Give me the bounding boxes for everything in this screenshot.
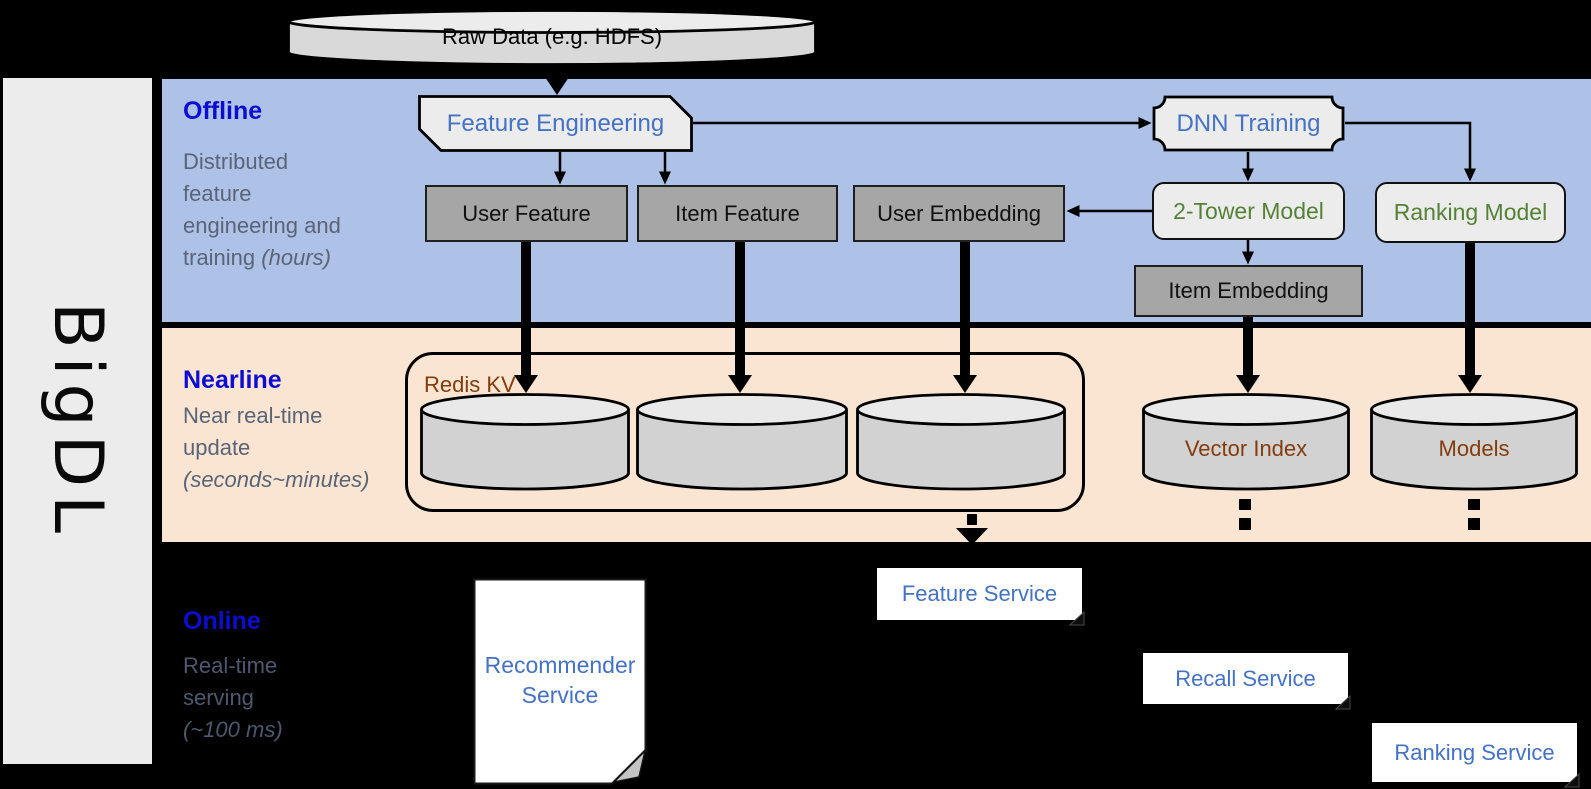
online-band-title: Online <box>183 607 261 635</box>
feature-engineering-node: Feature Engineering <box>418 95 693 152</box>
two-tower-model-label: 2-Tower Model <box>1173 197 1324 224</box>
nearline-desc-line2: update <box>183 435 251 460</box>
vector-index-shape <box>1142 393 1350 491</box>
redis-cylinder-1-shape <box>420 393 630 491</box>
models-cylinder: Models <box>1370 392 1578 497</box>
dnn-training-node: DNN Training <box>1152 95 1345 152</box>
offline-desc-line4: training (hours) <box>183 242 341 274</box>
redis-cylinder-1 <box>420 392 630 497</box>
raw-data-label: Raw Data (e.g. HDFS) <box>441 24 663 49</box>
user-feature-label: User Feature <box>462 200 591 226</box>
online-desc-line3-italic: (~100 ms) <box>183 717 283 742</box>
nearline-desc-line3-italic: (seconds~minutes) <box>183 467 370 492</box>
offline-desc-line1: Distributed <box>183 149 289 174</box>
feature-service-fold-corner <box>1068 610 1085 626</box>
offline-desc-line3: engineering and <box>183 213 341 238</box>
offline-band-description: Distributed feature engineering and trai… <box>183 146 341 274</box>
nearline-band-description: Near real-time update (seconds~minutes) <box>183 400 369 496</box>
nearline-desc-line1: Near real-time <box>183 403 323 428</box>
ranking-model-label: Ranking Model <box>1393 199 1548 225</box>
redis-cylinder-3-shape <box>856 393 1066 491</box>
online-band-description: Real-time serving (~100 ms) <box>183 650 283 746</box>
dnn-training-label: DNN Training <box>1176 110 1321 137</box>
item-embedding-node: Item Embedding <box>1134 265 1363 317</box>
recommender-service-shape <box>473 578 647 785</box>
vector-index-cylinder: Vector Index <box>1142 392 1350 497</box>
offline-band-title: Offline <box>183 97 263 125</box>
offline-desc-line4-text: training <box>183 245 262 270</box>
recall-service-label: Recall Service <box>1175 665 1316 691</box>
ranking-model-node: Ranking Model <box>1375 182 1566 243</box>
feature-service-label: Feature Service <box>901 581 1058 606</box>
vector-index-label: Vector Index <box>1184 436 1308 462</box>
online-desc-line2: serving <box>183 685 254 710</box>
user-feature-node: User Feature <box>425 185 628 242</box>
recommender-service-doc: Recommender Service <box>473 578 647 785</box>
raw-data-cylinder-shape <box>287 9 817 66</box>
redis-cylinder-3 <box>856 392 1066 497</box>
redis-cylinder-2 <box>636 392 848 497</box>
redis-cylinder-2-shape <box>636 393 848 491</box>
bigdl-logo-text: BigDL <box>38 301 117 541</box>
ranking-service-fold-corner <box>1563 772 1580 788</box>
raw-data-cylinder: Raw Data (e.g. HDFS) <box>287 8 817 66</box>
models-shape <box>1370 393 1578 491</box>
recommender-service-line2: Service <box>521 682 599 708</box>
dnn-training-shape <box>1152 95 1345 152</box>
redis-kv-label: Redis KV <box>424 372 516 397</box>
item-feature-label: Item Feature <box>675 200 800 226</box>
offline-desc-line2: feature <box>183 181 252 206</box>
recall-service-fold-corner <box>1334 694 1351 710</box>
ranking-service-label: Ranking Service <box>1394 739 1555 765</box>
models-label: Models <box>1438 436 1510 462</box>
user-embedding-label: User Embedding <box>877 200 1041 226</box>
item-feature-node: Item Feature <box>637 185 838 242</box>
online-desc-line1: Real-time <box>183 653 278 678</box>
recommender-service-line1: Recommender <box>484 652 636 678</box>
recall-service-card: Recall Service <box>1143 653 1351 710</box>
redis-kv-container <box>405 352 1085 512</box>
nearline-band-title: Nearline <box>183 366 282 394</box>
two-tower-model-node: 2-Tower Model <box>1152 182 1345 240</box>
feature-service-card: Feature Service <box>877 568 1085 626</box>
ranking-service-card: Ranking Service <box>1372 723 1580 788</box>
offline-desc-line4-italic: (hours) <box>261 245 331 270</box>
feature-engineering-shape <box>418 95 693 152</box>
recommender-service-label: Recommender Service <box>473 650 647 710</box>
user-embedding-node: User Embedding <box>853 185 1065 242</box>
item-embedding-label: Item Embedding <box>1168 278 1329 303</box>
feature-engineering-label: Feature Engineering <box>446 110 665 137</box>
bigdl-sidebar: BigDL <box>3 78 152 764</box>
